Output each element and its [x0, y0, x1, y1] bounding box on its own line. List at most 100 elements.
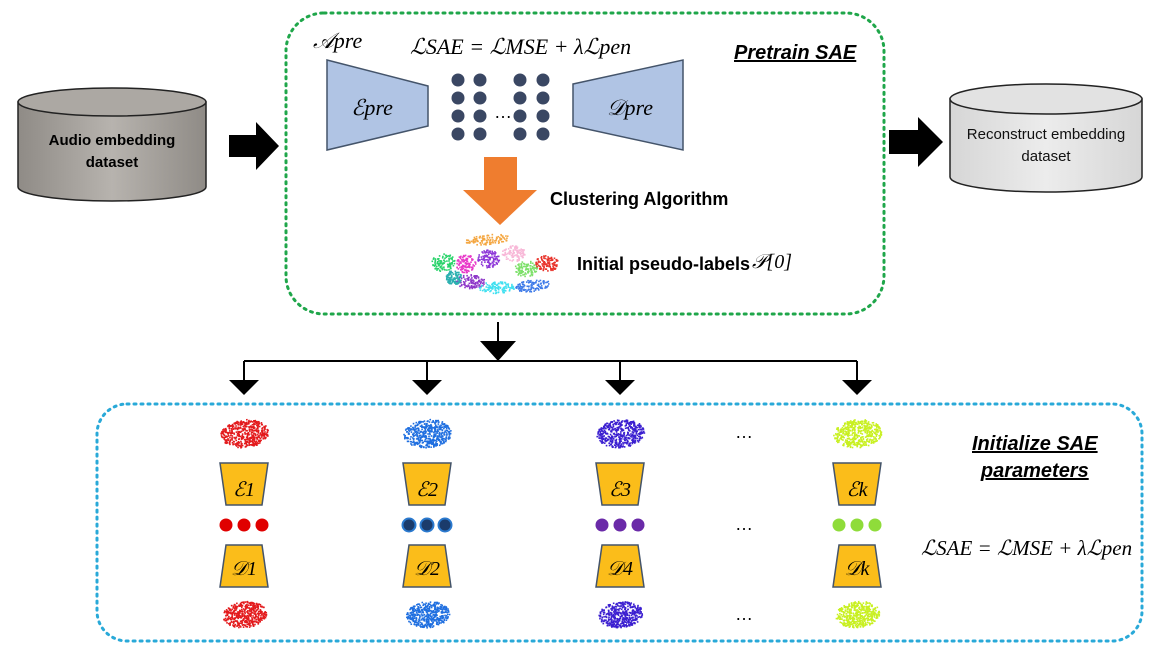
cluster-blob: [456, 254, 477, 274]
cluster-blob: [535, 255, 559, 272]
decoder-1-label: 𝒟1: [231, 558, 257, 580]
reconstruct-db-line1: Reconstruct embedding: [966, 126, 1126, 143]
decoder-3-label: 𝒟4: [607, 558, 633, 580]
encoder-pre-shape: [326, 59, 429, 151]
cluster-blob: [431, 253, 456, 272]
encoder-3-label: ℰ3: [608, 479, 632, 501]
init-title: Initialize SAE parameters: [972, 431, 1098, 485]
latent-dot-3: [613, 518, 627, 532]
decoder-pre-shape: [572, 59, 684, 151]
latent-node: [513, 109, 527, 123]
cluster-blob: [465, 233, 509, 246]
cluster-blob: [477, 249, 501, 269]
cluster-blob: [501, 245, 526, 262]
pseudo-labels-label: Initial pseudo-labels: [577, 254, 751, 274]
audio-db-label: Audio embedding dataset: [18, 130, 206, 174]
tree-arrowhead-2: [412, 380, 442, 395]
init-shapes: [219, 418, 883, 629]
latent-dot-3: [631, 518, 645, 532]
latent-node: [513, 91, 527, 105]
output-arrow: [889, 117, 943, 167]
latent-dot-2: [401, 517, 417, 533]
latent-node: [473, 91, 487, 105]
tree-arrowhead-k: [842, 380, 872, 395]
encoder-k-label: ℰk: [846, 479, 868, 501]
input-arrow: [229, 122, 279, 170]
cluster-top-2: [403, 418, 452, 449]
latent-dot-1: [255, 518, 269, 532]
decoder-2-shape: [402, 544, 452, 588]
latent-dot-1: [237, 518, 251, 532]
latent-dot-4: [868, 518, 882, 532]
encoder-1-label: ℰ1: [232, 479, 256, 501]
init-title-line2: parameters: [980, 460, 1089, 482]
reconstruct-db-icon: [949, 83, 1143, 193]
cluster-blob: [479, 281, 515, 295]
latent-node: [473, 109, 487, 123]
pretrain-loss-formula: ℒSAE = ℒMSE + λℒpen: [410, 34, 632, 59]
tree-arrowhead-3: [605, 380, 635, 395]
cluster-blob: [514, 260, 539, 278]
decoder-pre-label: 𝒟pre: [606, 95, 654, 120]
encoder-2-label: ℰ2: [415, 479, 439, 501]
latent-dot-3: [595, 518, 609, 532]
cluster-top-3: [596, 419, 646, 449]
cluster-viz: [431, 233, 559, 295]
cluster-top-4: [833, 419, 883, 449]
tree-arrowhead-main: [480, 341, 516, 361]
latent-ellipsis: …: [494, 102, 512, 122]
cluster-bottom-2: [405, 601, 451, 629]
init-box: [95, 402, 1144, 643]
cluster-blob: [455, 274, 485, 290]
audio-db-line2: dataset: [85, 154, 139, 171]
decoder-k-label: 𝒟k: [844, 558, 870, 580]
latent-node: [536, 109, 550, 123]
pretrain-box: [284, 11, 886, 316]
latent-dot-2: [419, 517, 435, 533]
encoder-4-shape: [832, 462, 882, 506]
encoder-3-shape: [595, 462, 645, 506]
clustering-label: Clustering Algorithm: [550, 189, 729, 209]
encoder-2-shape: [402, 462, 452, 506]
decoder-1-shape: [219, 544, 269, 588]
decoder-4-shape: [832, 544, 882, 588]
latent-node: [473, 127, 487, 141]
latent-node: [451, 73, 465, 87]
tree-arrowhead-1: [229, 380, 259, 395]
encoder-pre-label: ℰpre: [351, 95, 393, 120]
latent-node: [473, 73, 487, 87]
cluster-blob: [445, 270, 462, 285]
pseudo-labels-symbol: 𝒫[0]: [752, 251, 792, 273]
pretrain-title: Pretrain SAE: [734, 42, 857, 64]
latent-dot-1: [219, 518, 233, 532]
decoder-3-shape: [595, 544, 645, 588]
reconstruct-db-label: Reconstruct embedding dataset: [950, 124, 1142, 168]
a-pre-label: 𝒜pre: [313, 28, 363, 53]
audio-db-line1: Audio embedding: [48, 132, 176, 149]
latent-node: [513, 127, 527, 141]
latent-node: [451, 91, 465, 105]
decoder-2-label: 𝒟2: [414, 558, 440, 580]
cluster-bottom-3: [598, 601, 644, 629]
cluster-blob: [515, 279, 550, 293]
tree-connector: [243, 322, 858, 380]
init-ellipsis-bottom: …: [735, 604, 753, 624]
init-ellipsis-top: …: [735, 422, 753, 442]
reconstruct-db-line2: dataset: [1021, 148, 1071, 165]
latent-dot-4: [832, 518, 846, 532]
cluster-top-1: [220, 418, 269, 449]
latent-node: [536, 91, 550, 105]
cluster-bottom-4: [835, 600, 881, 629]
latent-node: [536, 73, 550, 87]
latent-dot-4: [850, 518, 864, 532]
latent-node: [451, 127, 465, 141]
init-title-line1: Initialize SAE: [972, 433, 1098, 455]
clustering-arrow: [463, 157, 537, 225]
latent-dot-2: [437, 517, 453, 533]
latent-node: [536, 127, 550, 141]
latent-node: [513, 73, 527, 87]
audio-db-icon: [17, 87, 207, 202]
latent-grid: [451, 73, 550, 141]
